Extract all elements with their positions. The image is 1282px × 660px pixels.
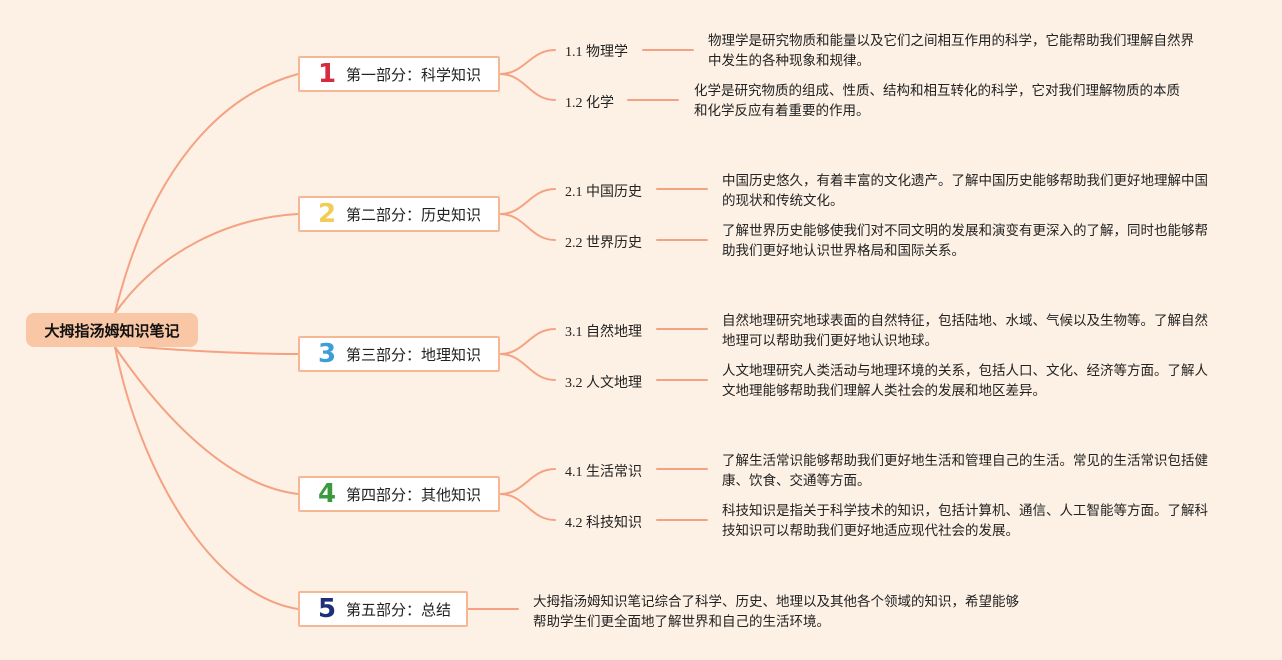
root-label: 大拇指汤姆知识笔记 xyxy=(44,321,180,340)
sec3-link-b xyxy=(499,353,556,381)
desc-china-history: 中国历史悠久，有着丰富的文化遗产。了解中国历史能够帮助我们更好地理解中国的现状和… xyxy=(722,173,1208,209)
root-link-2 xyxy=(114,213,299,314)
section-title: 第一部分：科学知识 xyxy=(346,65,482,84)
sec3-link-a xyxy=(499,328,556,355)
desc-physics: 物理学是研究物质和能量以及它们之间相互作用的科学，它能帮助我们理解自然界中发生的… xyxy=(708,33,1194,69)
section-node-1[interactable]: 1 第一部分：科学知识 xyxy=(298,56,500,92)
subtopic-tech-knowledge[interactable]: 4.2 科技知识 xyxy=(565,516,642,531)
sec2-link-a xyxy=(499,188,556,215)
sec2-link-b xyxy=(499,213,556,241)
section-title: 第三部分：地理知识 xyxy=(346,345,482,364)
sec1-link-a xyxy=(499,49,556,75)
subtopic-china-history[interactable]: 2.1 中国历史 xyxy=(565,185,642,200)
subtopic-human-geography[interactable]: 3.2 人文地理 xyxy=(565,376,642,391)
desc-tech-knowledge: 科技知识是指关于科学技术的知识，包括计算机、通信、人工智能等方面。了解科技知识可… xyxy=(722,503,1208,539)
number-2-icon: 2 xyxy=(317,199,337,229)
desc-chemistry: 化学是研究物质的组成、性质、结构和相互转化的科学，它对我们理解物质的本质和化学反… xyxy=(694,83,1180,119)
root-link-3 xyxy=(139,346,299,355)
subtopic-physics[interactable]: 1.1 物理学 xyxy=(565,45,628,60)
section-title: 第五部分：总结 xyxy=(346,600,452,619)
number-1-icon: 1 xyxy=(317,59,337,89)
subtopic-physical-geography[interactable]: 3.1 自然地理 xyxy=(565,325,642,340)
sec4-link-a xyxy=(499,468,556,495)
desc-summary: 大拇指汤姆知识笔记综合了科学、历史、地理以及其他各个领域的知识，希望能够帮助学生… xyxy=(533,594,1019,630)
desc-life-knowledge: 了解生活常识能够帮助我们更好地生活和管理自己的生活。常见的生活常识包括健康、饮食… xyxy=(722,453,1208,489)
section-node-2[interactable]: 2 第二部分：历史知识 xyxy=(298,196,500,232)
section-node-5[interactable]: 5 第五部分：总结 xyxy=(298,591,468,627)
section-title: 第四部分：其他知识 xyxy=(346,485,482,504)
root-link-4 xyxy=(114,346,299,495)
section-node-4[interactable]: 4 第四部分：其他知识 xyxy=(298,476,500,512)
number-5-icon: 5 xyxy=(317,594,337,624)
number-4-icon: 4 xyxy=(317,479,337,509)
section-node-3[interactable]: 3 第三部分：地理知识 xyxy=(298,336,500,372)
number-3-icon: 3 xyxy=(317,339,337,369)
subtopic-life-knowledge[interactable]: 4.1 生活常识 xyxy=(565,465,642,480)
section-title: 第二部分：历史知识 xyxy=(346,205,482,224)
desc-physical-geography: 自然地理研究地球表面的自然特征，包括陆地、水域、气候以及生物等。了解自然地理可以… xyxy=(722,313,1208,349)
root-node[interactable]: 大拇指汤姆知识笔记 xyxy=(26,313,198,347)
subtopic-chemistry[interactable]: 1.2 化学 xyxy=(565,96,614,111)
root-link-1 xyxy=(114,73,299,314)
subtopic-world-history[interactable]: 2.2 世界历史 xyxy=(565,236,642,251)
desc-world-history: 了解世界历史能够使我们对不同文明的发展和演变有更深入的了解，同时也能够帮助我们更… xyxy=(722,223,1208,259)
sec4-link-b xyxy=(499,493,556,521)
sec1-link-b xyxy=(499,73,556,101)
root-link-5 xyxy=(114,346,299,610)
desc-human-geography: 人文地理研究人类活动与地理环境的关系，包括人口、文化、经济等方面。了解人文地理能… xyxy=(722,363,1208,399)
